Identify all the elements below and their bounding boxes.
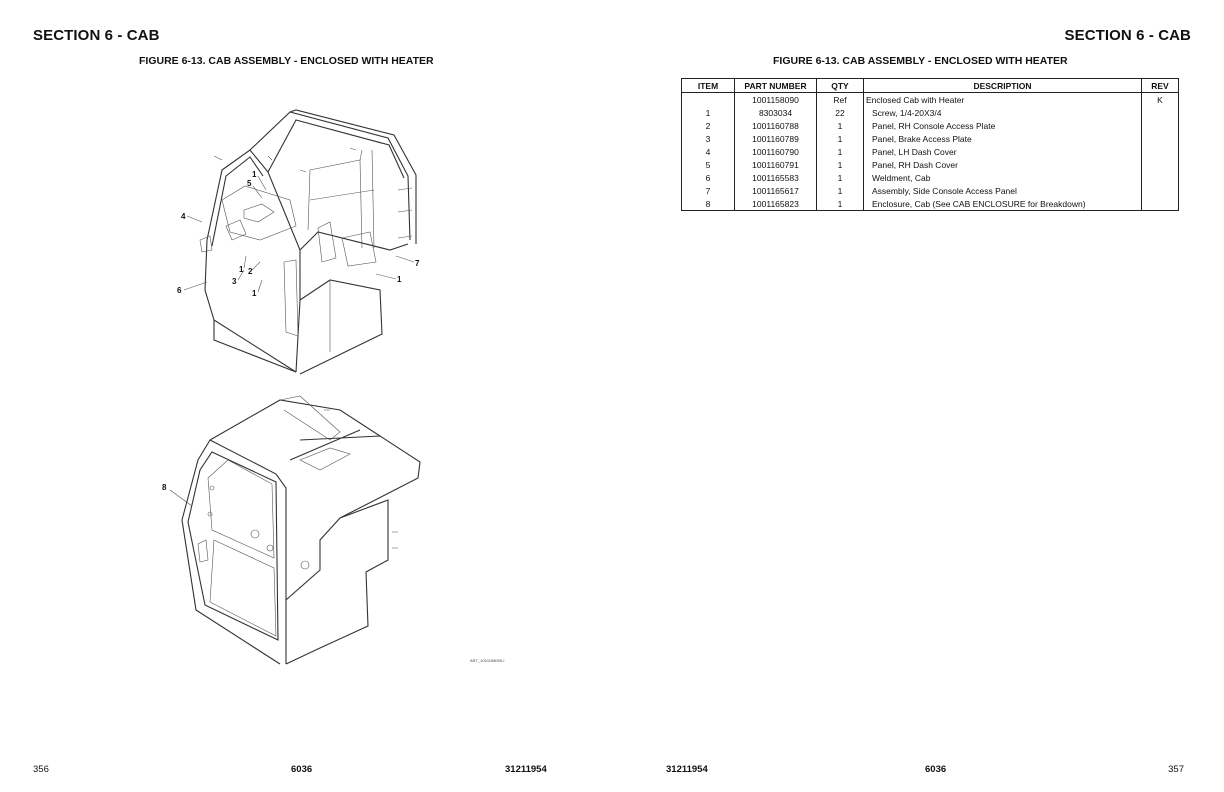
cell-description: Enclosed Cab with Heater [863, 92, 1142, 106]
cab-enclosure-drawing: 8 [162, 395, 421, 665]
column-header-item: ITEM [681, 78, 735, 93]
table-row: 6 1001165583 1 Weldment, Cab [681, 171, 1179, 184]
table-row: 1 8303034 22 Screw, 1/4-20X3/4 [681, 106, 1179, 119]
page-number-left: 356 [33, 764, 49, 775]
cell-description: Enclosure, Cab (See CAB ENCLOSURE for Br… [863, 197, 1142, 211]
cell-part-number: 1001160790 [734, 145, 817, 158]
column-header-rev: REV [1141, 78, 1179, 93]
cell-rev [1141, 132, 1179, 145]
callout-3: 3 [232, 277, 237, 286]
section-title-right: SECTION 6 - CAB [1064, 27, 1191, 44]
cell-item: 3 [681, 132, 735, 145]
cell-description: Panel, RH Console Access Plate [863, 119, 1142, 132]
cell-qty: 1 [816, 158, 864, 171]
callout-1-a: 1 [252, 170, 257, 179]
cell-description: Screw, 1/4-20X3/4 [863, 106, 1142, 119]
art-id-label: ART_1001158090-I [470, 658, 505, 663]
callout-4: 4 [181, 212, 186, 221]
callout-2: 2 [248, 267, 253, 276]
cell-item: 4 [681, 145, 735, 158]
column-header-qty: QTY [816, 78, 864, 93]
parts-list-table: ITEM PART NUMBER QTY DESCRIPTION REV 100… [681, 78, 1179, 211]
section-title-left: SECTION 6 - CAB [33, 27, 160, 44]
table-row: 2 1001160788 1 Panel, RH Console Access … [681, 119, 1179, 132]
cell-qty: 22 [816, 106, 864, 119]
table-row: 7 1001165617 1 Assembly, Side Console Ac… [681, 184, 1179, 197]
table-row: 5 1001160791 1 Panel, RH Dash Cover [681, 158, 1179, 171]
cell-part-number: 1001165823 [734, 197, 817, 211]
model-number-left: 6036 [291, 764, 313, 775]
cell-rev [1141, 197, 1179, 211]
table-row: 1001158090 Ref Enclosed Cab with Heater … [681, 92, 1179, 106]
cell-item: 1 [681, 106, 735, 119]
model-number-right: 6036 [925, 764, 947, 775]
cell-qty: 1 [816, 184, 864, 197]
publication-number-right: 31211954 [666, 764, 708, 775]
callout-1-d: 1 [397, 275, 402, 284]
cell-rev [1141, 171, 1179, 184]
cell-qty: Ref [816, 92, 864, 106]
figure-title-left: FIGURE 6-13. CAB ASSEMBLY - ENCLOSED WIT… [139, 55, 434, 67]
cell-item [681, 92, 735, 106]
cell-rev [1141, 119, 1179, 132]
cell-part-number: 1001158090 [734, 92, 817, 106]
cell-rev [1141, 106, 1179, 119]
table-row: 8 1001165823 1 Enclosure, Cab (See CAB E… [681, 197, 1179, 211]
cell-part-number: 1001160789 [734, 132, 817, 145]
cell-item: 5 [681, 158, 735, 171]
cell-description: Weldment, Cab [863, 171, 1142, 184]
cell-part-number: 1001165617 [734, 184, 817, 197]
callout-8: 8 [162, 483, 167, 492]
cell-rev [1141, 158, 1179, 171]
publication-number-left: 31211954 [505, 764, 547, 775]
callout-1-b: 1 [239, 265, 244, 274]
callout-1-c: 1 [252, 289, 257, 298]
cell-item: 7 [681, 184, 735, 197]
cell-item: 2 [681, 119, 735, 132]
cell-rev [1141, 184, 1179, 197]
cab-weldment-drawing: 1 5 4 1 2 3 1 6 7 1 [177, 109, 420, 375]
cell-description: Panel, Brake Access Plate [863, 132, 1142, 145]
table-header-row: ITEM PART NUMBER QTY DESCRIPTION REV [681, 78, 1179, 93]
cell-item: 8 [681, 197, 735, 211]
cell-qty: 1 [816, 145, 864, 158]
column-header-part-number: PART NUMBER [734, 78, 817, 93]
page-number-right: 357 [1168, 764, 1184, 775]
cell-qty: 1 [816, 119, 864, 132]
table-row: 3 1001160789 1 Panel, Brake Access Plate [681, 132, 1179, 145]
cell-description: Assembly, Side Console Access Panel [863, 184, 1142, 197]
column-header-description: DESCRIPTION [863, 78, 1142, 93]
cell-item: 6 [681, 171, 735, 184]
callout-6: 6 [177, 286, 182, 295]
cell-rev [1141, 145, 1179, 158]
table-row: 4 1001160790 1 Panel, LH Dash Cover [681, 145, 1179, 158]
cell-part-number: 1001165583 [734, 171, 817, 184]
cell-qty: 1 [816, 197, 864, 211]
callout-7: 7 [415, 259, 420, 268]
cell-part-number: 8303034 [734, 106, 817, 119]
cell-qty: 1 [816, 171, 864, 184]
cell-description: Panel, LH Dash Cover [863, 145, 1142, 158]
cell-qty: 1 [816, 132, 864, 145]
cell-rev: K [1141, 92, 1179, 106]
callout-5: 5 [247, 179, 252, 188]
cell-part-number: 1001160791 [734, 158, 817, 171]
cell-description: Panel, RH Dash Cover [863, 158, 1142, 171]
cell-part-number: 1001160788 [734, 119, 817, 132]
figure-title-right: FIGURE 6-13. CAB ASSEMBLY - ENCLOSED WIT… [773, 55, 1068, 67]
